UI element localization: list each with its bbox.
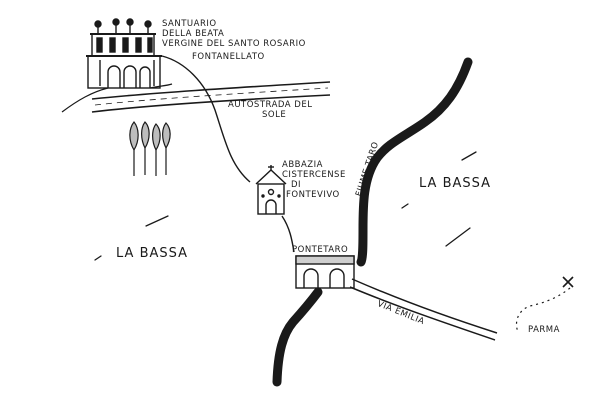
- x-mark-icon: [562, 276, 574, 288]
- abbazia-label-line3: DI: [291, 180, 302, 190]
- autostrada-label-line2: SOLE: [262, 110, 287, 120]
- santuario-label-line2: DELLA BEATA: [162, 29, 225, 39]
- santuario-label-line3: VERGINE DEL SANTO ROSARIO: [162, 39, 306, 49]
- abbazia-label-line2: CISTERCENSE: [282, 170, 346, 180]
- abbazia-label-line4: FONTEVIVO: [286, 190, 340, 200]
- abbazia-label: ABBAZIA: [282, 160, 323, 170]
- cypress-trees-icon: [129, 121, 171, 176]
- santuario-label: SANTUARIO: [162, 19, 217, 29]
- bridge-icon: [295, 255, 355, 289]
- dotted-route-to-parma: [515, 287, 571, 333]
- la-bassa-west-label: LA BASSA: [116, 246, 189, 261]
- fontanellato-label: FONTANELLATO: [192, 52, 265, 62]
- pontetaro-label: PONTETARO: [292, 245, 349, 255]
- la-bassa-east-label: LA BASSA: [419, 176, 492, 191]
- sanctuary-icon: [86, 18, 162, 89]
- river-taro-south: [272, 287, 323, 387]
- autostrada-road: [91, 81, 331, 100]
- autostrada-label: AUTOSTRADA DEL: [228, 100, 313, 110]
- field-strokes: [94, 151, 477, 261]
- pilgrim-path: [161, 55, 295, 253]
- abbey-icon: [255, 165, 287, 215]
- parma-label: PARMA: [528, 325, 560, 335]
- via-emilia-road: [351, 278, 498, 334]
- river-taro-north: [356, 57, 473, 267]
